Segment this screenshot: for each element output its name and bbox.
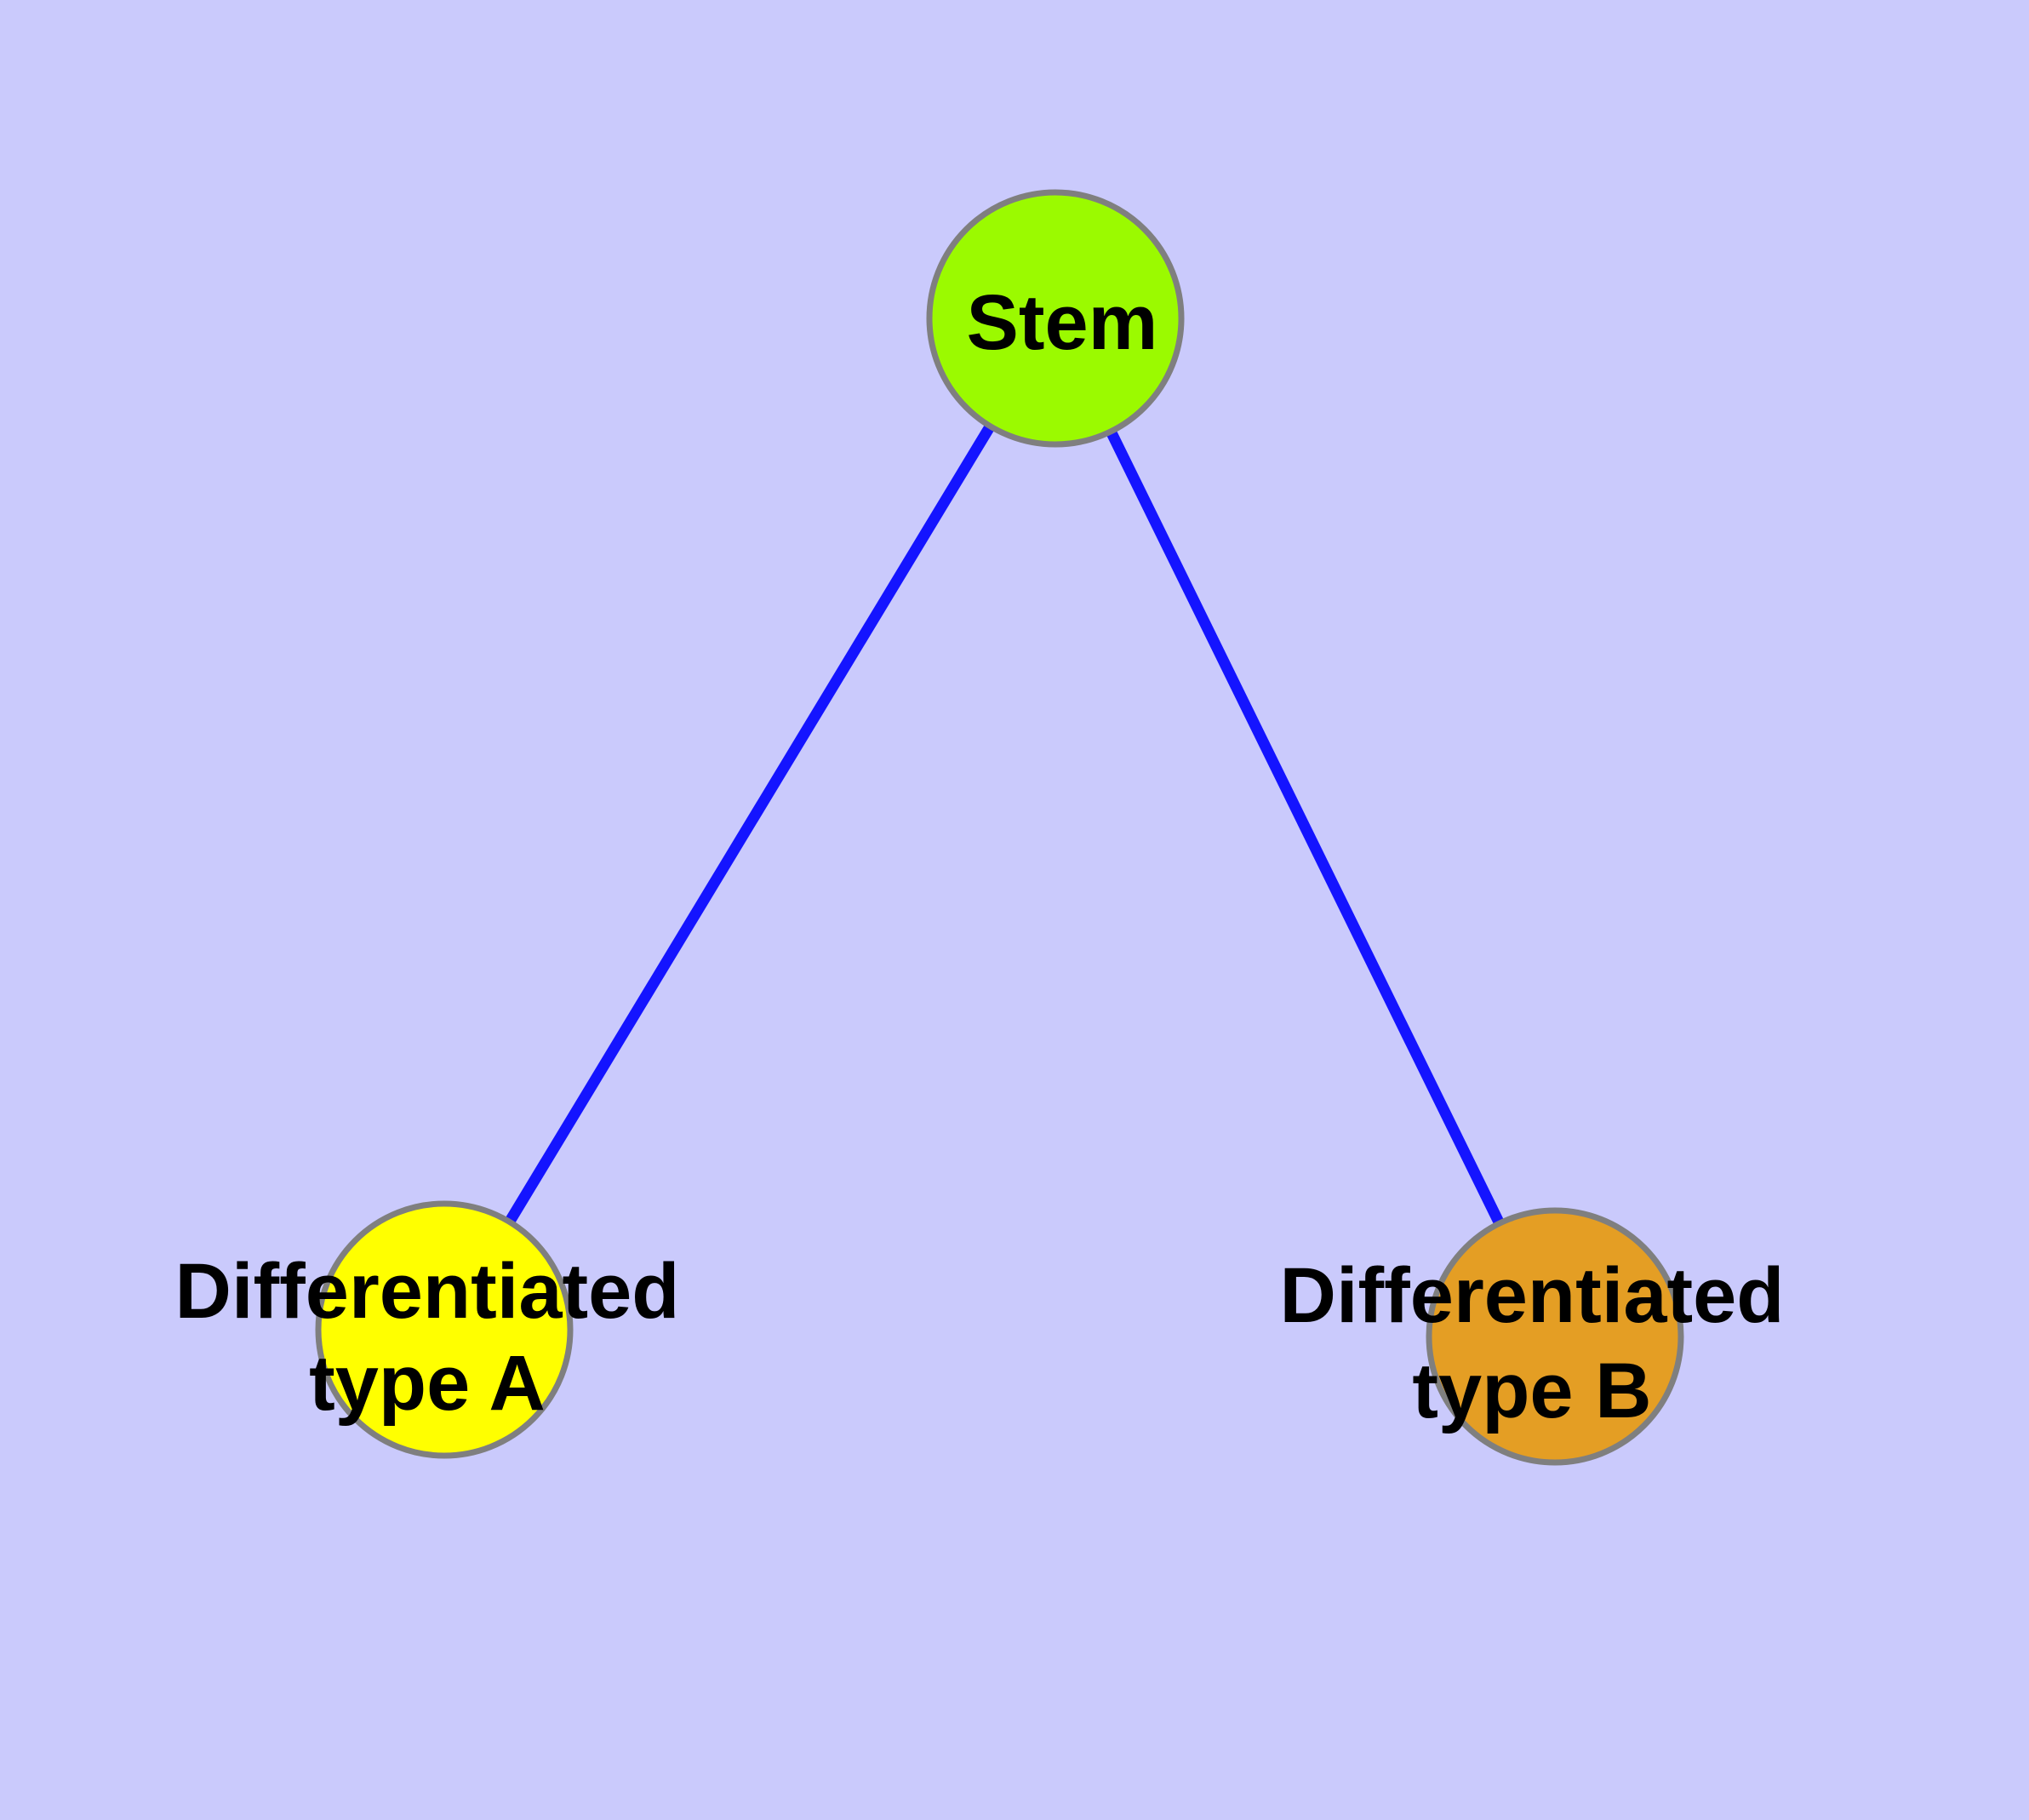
node-differentiated-type-b xyxy=(1426,1207,1684,1466)
node-label-type-b-line1: Differentiated xyxy=(1280,1252,1785,1339)
node-label-type-a-line1: Differentiated xyxy=(175,1248,680,1335)
node-stem xyxy=(926,189,1185,448)
edge-stem-to-type-b xyxy=(1050,316,1560,1339)
edge-stem-to-type-a xyxy=(439,315,1060,1333)
node-label-type-b-line2: type B xyxy=(1412,1348,1651,1434)
node-label-stem: Stem xyxy=(967,279,1158,366)
node-differentiated-type-a xyxy=(315,1200,574,1459)
node-label-type-a-line2: type A xyxy=(309,1340,546,1427)
